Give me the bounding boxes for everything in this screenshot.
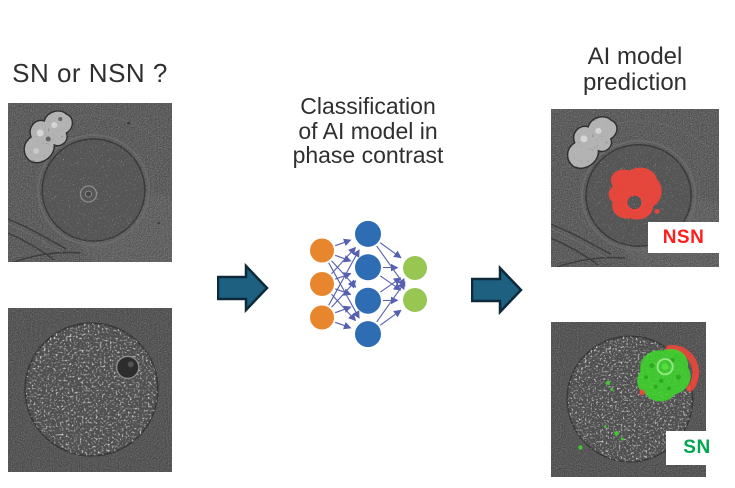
hidden-node	[355, 321, 381, 348]
input-node	[310, 238, 334, 263]
micrograph-sn-input	[8, 308, 172, 472]
input-node	[310, 305, 334, 330]
network-edge	[335, 238, 352, 247]
hidden-node	[355, 220, 381, 247]
output-node	[403, 288, 427, 312]
right-block-arrow-icon	[470, 264, 523, 316]
network-edge	[376, 281, 406, 323]
caption-line-3: phase contrast	[292, 142, 444, 168]
right-panel-title: AI model prediction	[551, 44, 719, 96]
flow-arrow-right	[470, 264, 523, 320]
flow-arrow-left	[216, 262, 269, 318]
left-panel-title: SN or NSN ?	[12, 58, 168, 88]
nsn-prediction-overlay	[608, 167, 662, 220]
hidden-node	[355, 287, 381, 314]
network-edge	[335, 254, 352, 263]
phase-contrast-image	[8, 308, 172, 472]
input-node	[310, 272, 334, 296]
caption-line-1: Classification	[300, 93, 436, 119]
output-node	[403, 256, 427, 280]
nsn-prediction-label: NSN	[648, 222, 719, 253]
neural-network-diagram	[308, 220, 432, 355]
right-title-line-2: prediction	[582, 69, 688, 96]
red-edge-overlay	[665, 345, 700, 392]
phase-contrast-image	[8, 103, 172, 262]
right-title-line-1: AI model	[587, 43, 683, 70]
hidden-node	[355, 254, 381, 281]
network-edge	[331, 293, 357, 322]
micrograph-sn-prediction: SN	[551, 322, 728, 477]
network-edge	[379, 277, 402, 293]
network-edge	[328, 249, 360, 306]
network-edge	[335, 321, 352, 330]
network-edge	[335, 272, 352, 280]
network-edge	[379, 309, 402, 326]
center-caption: Classification of AI model in phase cont…	[262, 94, 474, 168]
network-edge	[379, 275, 402, 291]
nsn-label-text: NSN	[662, 226, 705, 248]
network-edge	[331, 246, 357, 275]
network-edge	[331, 280, 357, 308]
micrograph-nsn-prediction: NSN	[551, 109, 719, 267]
sn-label-text: SN	[683, 437, 711, 458]
caption-line-2: of AI model in	[298, 117, 438, 144]
neural-network-icon	[310, 220, 427, 348]
sn-prediction-label: SN	[666, 431, 728, 465]
micrograph-nsn-input	[8, 103, 172, 262]
network-edge	[379, 242, 402, 259]
network-edge	[335, 305, 352, 314]
right-block-arrow-icon	[216, 262, 269, 314]
